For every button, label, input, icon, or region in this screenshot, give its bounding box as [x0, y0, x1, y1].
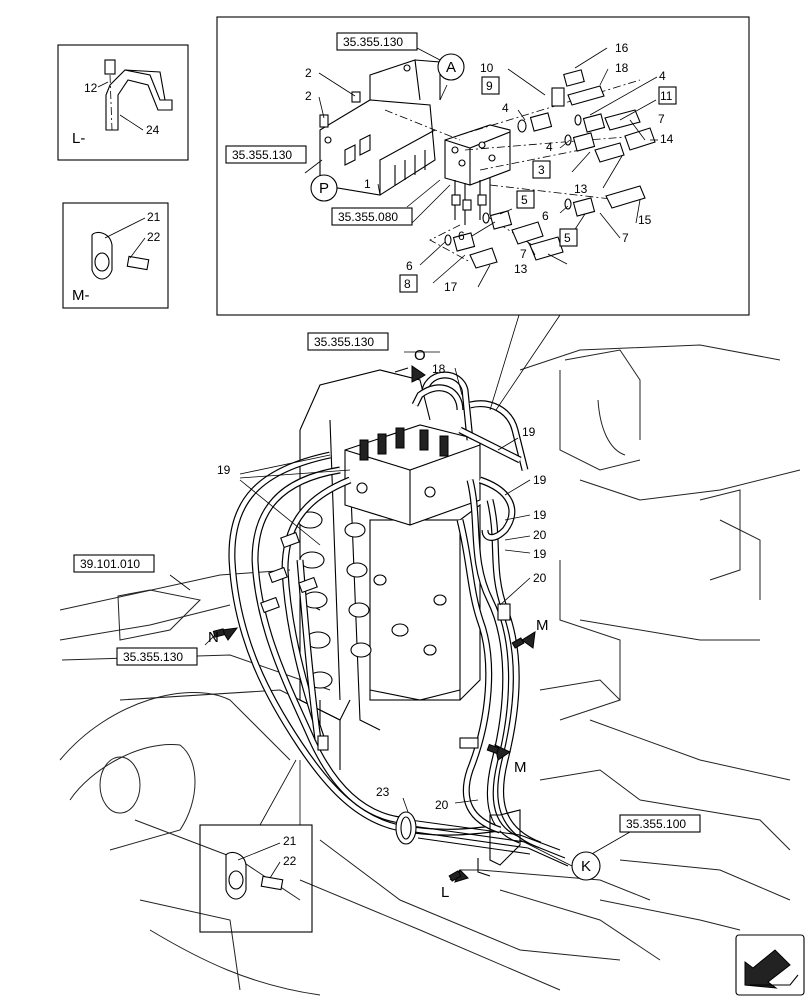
detail-view-l — [57, 44, 189, 161]
svg-text:10: 10 — [480, 61, 494, 75]
svg-text:7: 7 — [520, 247, 527, 261]
view-arrows — [212, 365, 536, 883]
valve-detail-panel — [216, 16, 750, 316]
reference-boxes — [73, 32, 701, 833]
svg-text:1: 1 — [364, 177, 371, 191]
svg-text:4: 4 — [502, 101, 509, 115]
svg-text:19: 19 — [533, 508, 547, 522]
svg-text:22: 22 — [147, 230, 161, 244]
svg-text:18: 18 — [432, 362, 446, 376]
svg-text:24: 24 — [146, 123, 160, 137]
svg-text:4: 4 — [659, 69, 666, 83]
ref-35-355-100: 35.355.100 — [626, 817, 686, 831]
callout-k-circle — [571, 851, 601, 881]
svg-text:6: 6 — [542, 209, 549, 223]
svg-text:16: 16 — [615, 41, 629, 55]
callout-a-circle — [437, 53, 465, 81]
svg-text:9: 9 — [486, 79, 493, 93]
view-m-title: M- — [72, 287, 90, 304]
svg-text:11: 11 — [660, 89, 673, 103]
svg-text:20: 20 — [533, 528, 547, 542]
ref-35-355-130-o: 35.355.130 — [314, 335, 374, 349]
svg-text:15: 15 — [638, 213, 652, 227]
letter-o: O — [414, 347, 426, 364]
ref-35-355-080: 35.355.080 — [338, 210, 398, 224]
svg-text:19: 19 — [522, 425, 536, 439]
svg-text:2: 2 — [305, 66, 312, 80]
svg-text:13: 13 — [514, 262, 528, 276]
svg-text:23: 23 — [376, 785, 390, 799]
svg-text:5: 5 — [564, 231, 571, 245]
view-l-label: L — [441, 884, 449, 901]
view-n-label: N — [208, 629, 219, 646]
callout-p-circle — [310, 174, 338, 202]
orientation-arrow-icon — [735, 934, 805, 996]
ref-39-101-010: 39.101.010 — [80, 557, 140, 571]
svg-text:19: 19 — [533, 547, 547, 561]
svg-text:20: 20 — [435, 798, 449, 812]
svg-text:20: 20 — [533, 571, 547, 585]
letter-k: K — [581, 858, 591, 875]
labels: 35.355.130 35.355.130 35.355.080 35.355.… — [72, 35, 686, 901]
svg-text:17: 17 — [444, 280, 458, 294]
letter-p: P — [319, 180, 329, 197]
svg-text:4: 4 — [546, 140, 553, 154]
ref-35-355-130-top: 35.355.130 — [343, 35, 403, 49]
view-o-arrow-shaft — [394, 367, 409, 373]
svg-text:13: 13 — [574, 182, 588, 196]
svg-text:21: 21 — [147, 210, 161, 224]
spool-caps — [297, 511, 447, 689]
ref-35-355-130-n: 35.355.130 — [123, 650, 183, 664]
machine-background — [59, 344, 801, 996]
svg-text:6: 6 — [406, 259, 413, 273]
svg-text:19: 19 — [217, 463, 231, 477]
letter-a: A — [446, 59, 456, 76]
svg-text:14: 14 — [660, 132, 674, 146]
svg-text:21: 21 — [283, 834, 297, 848]
svg-text:8: 8 — [404, 277, 411, 291]
svg-text:5: 5 — [521, 193, 528, 207]
svg-text:18: 18 — [615, 61, 629, 75]
svg-text:22: 22 — [283, 854, 297, 868]
view-l-title: L- — [72, 130, 85, 147]
ref-35-355-130-p: 35.355.130 — [232, 148, 292, 162]
detail-view-m — [62, 202, 169, 309]
view-m-label-2: M — [514, 759, 527, 776]
svg-text:6: 6 — [458, 229, 465, 243]
view-m-label-1: M — [536, 617, 549, 634]
solenoid-block — [344, 424, 481, 526]
svg-text:19: 19 — [533, 473, 547, 487]
svg-text:3: 3 — [538, 163, 545, 177]
svg-text:7: 7 — [622, 231, 629, 245]
svg-text:12: 12 — [84, 81, 98, 95]
control-valve-assembly — [297, 369, 481, 770]
detail-view-m-bottom — [199, 759, 313, 933]
svg-text:2: 2 — [305, 89, 312, 103]
hose-harness — [228, 371, 569, 877]
svg-text:7: 7 — [658, 112, 665, 126]
